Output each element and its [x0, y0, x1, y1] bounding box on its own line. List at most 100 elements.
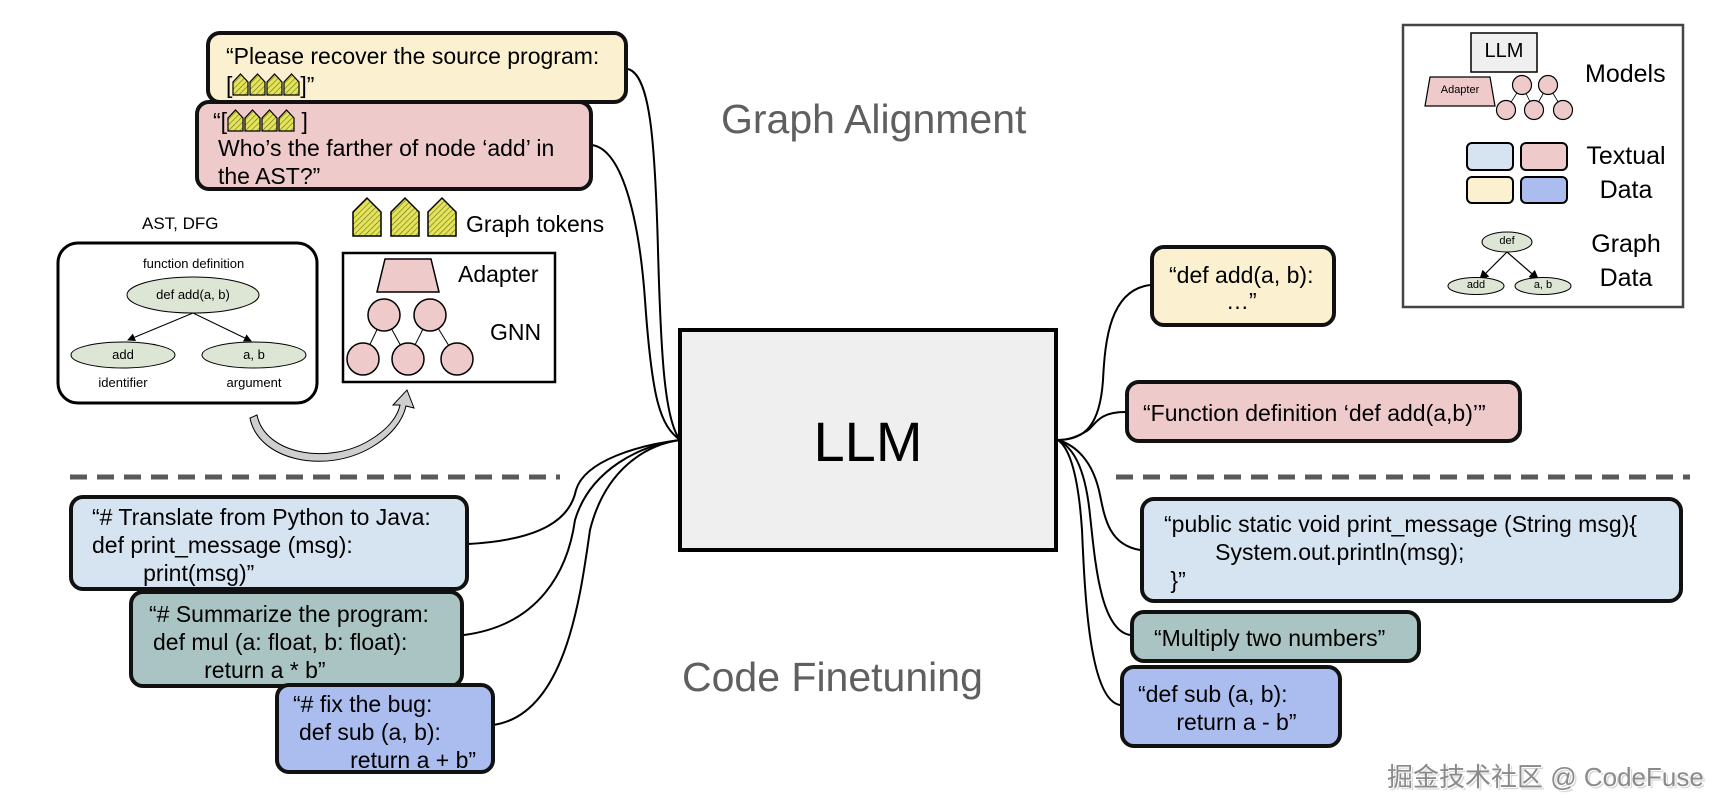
graph-token-icon	[278, 109, 295, 132]
legend-graph-label: Graph	[1591, 230, 1661, 258]
connector-fix	[492, 439, 681, 726]
input-fix-bug: “# fix the bug: def sub (a, b): return a…	[275, 683, 495, 774]
ast-title: AST, DFG	[142, 214, 219, 233]
connector-multiply	[1057, 439, 1131, 636]
gnn-node	[391, 342, 425, 376]
llm-box	[678, 328, 1058, 552]
graph-token-icon	[227, 109, 244, 132]
gnn-nodes	[346, 298, 474, 376]
output-function-definition: “Function definition ‘def add(a,b)’”	[1125, 380, 1522, 443]
legend-graph-left-label: add	[1466, 279, 1486, 291]
connector-translate	[467, 439, 681, 545]
input-line: “Please recover the source program:	[226, 43, 600, 69]
graph-token-row	[232, 72, 300, 98]
ast-root-node-label: def add(a, b)	[156, 287, 230, 302]
adapter-label: Adapter	[458, 261, 539, 287]
input-line: “# Translate from Python to Java:	[92, 504, 431, 530]
input-line: [ ]”	[226, 71, 314, 99]
legend-graph-data-label: Data	[1599, 264, 1653, 292]
legend-graph-right	[1514, 277, 1572, 295]
input-line: “# Summarize the program:	[149, 601, 429, 627]
connector-def-sub	[1057, 439, 1121, 706]
legend-graph-right-label: a, b	[1533, 279, 1553, 291]
output-line: “Multiply two numbers”	[1154, 625, 1386, 651]
ast-left-node-label: add	[112, 347, 134, 362]
output-line: “def add(a, b):	[1169, 262, 1314, 288]
gnn-node	[440, 342, 474, 376]
connector-function-def	[1057, 411, 1126, 441]
gnn-node	[413, 298, 447, 332]
output-line: “public static void print_message (Strin…	[1164, 511, 1637, 537]
graph-token-row	[227, 108, 295, 134]
graph-token-icon	[232, 73, 249, 96]
legend-graph-root-label: def	[1499, 235, 1515, 247]
watermark: 掘金技术社区 @ CodeFuse	[1387, 762, 1704, 792]
bracket-open: [	[226, 72, 233, 98]
input-line: def sub (a, b):	[299, 719, 441, 745]
output-line: “Function definition ‘def add(a,b)’”	[1143, 400, 1486, 426]
input-translate: “# Translate from Python to Java: def pr…	[69, 495, 469, 591]
bracket-close: ]	[295, 108, 308, 134]
graph-tokens-label: Graph tokens	[466, 211, 605, 237]
connector-summarize	[463, 439, 681, 636]
ast-edge-right	[192, 312, 252, 342]
legend-textual-data-label: Data	[1599, 176, 1653, 204]
ast-root-label: function definition	[143, 256, 245, 271]
ast-right-node-label: a, b	[243, 347, 265, 362]
input-line: “[ ]	[213, 107, 308, 135]
bracket-close: ]”	[300, 72, 315, 98]
graph-token-icon	[249, 73, 266, 96]
input-recover-program: “Please recover the source program: [ ]”	[206, 31, 628, 104]
gnn-label: GNN	[490, 319, 542, 345]
graph-token-icon	[266, 73, 283, 96]
legend-swatch-light-blue	[1466, 142, 1514, 171]
legend-graph-left	[1447, 277, 1505, 295]
ast-edge-left	[127, 312, 194, 342]
section-title-code-finetuning: Code Finetuning	[682, 654, 983, 700]
output-line: …”	[1226, 288, 1257, 314]
encode-arrow	[249, 389, 415, 462]
legend-llm-label: LLM	[1484, 40, 1524, 62]
graph-tokens	[352, 196, 457, 237]
output-line: “def sub (a, b):	[1138, 681, 1288, 707]
input-line: def mul (a: float, b: float):	[153, 629, 408, 655]
legend-swatch-yellow	[1466, 176, 1514, 204]
connector-java	[1057, 439, 1141, 551]
input-summarize: “# Summarize the program: def mul (a: fl…	[129, 590, 464, 688]
output-line: return a - b”	[1138, 709, 1297, 735]
adapter-shape	[376, 258, 440, 293]
output-line: System.out.println(msg);	[1164, 539, 1465, 565]
graph-token-icon	[390, 196, 420, 237]
legend-gnn-nodes	[1495, 74, 1574, 121]
output-line: }”	[1164, 567, 1186, 593]
ast-left-node	[70, 341, 176, 369]
gnn-node	[367, 298, 401, 332]
output-java-translation: “public static void print_message (Strin…	[1140, 497, 1683, 603]
legend-adapter-shape	[1424, 76, 1496, 107]
input-line: “# fix the bug:	[293, 691, 433, 717]
output-def-add: “def add(a, b): …”	[1150, 245, 1336, 327]
output-fixed-code: “def sub (a, b): return a - b”	[1120, 665, 1342, 748]
legend-textual-label: Textual	[1586, 142, 1666, 170]
input-line: return a + b”	[299, 747, 477, 773]
input-line: print(msg)”	[92, 560, 255, 586]
gnn-node	[346, 342, 380, 376]
legend-graph-root	[1481, 231, 1533, 253]
legend-models-label: Models	[1585, 60, 1666, 88]
ast-root-node	[126, 276, 260, 314]
graph-token-icon	[352, 196, 382, 237]
legend-llm-box	[1470, 32, 1538, 73]
graph-token-icon	[427, 196, 457, 237]
section-title-graph-alignment: Graph Alignment	[721, 96, 1027, 142]
output-summary: “Multiply two numbers”	[1130, 610, 1421, 663]
connector-recover	[627, 68, 681, 441]
input-line: the AST?”	[218, 163, 321, 189]
graph-token-icon	[244, 109, 261, 132]
input-line: Who’s the farther of node ‘add’ in	[218, 135, 555, 161]
legend-swatch-periwinkle	[1520, 176, 1568, 204]
llm-label: LLM	[813, 410, 923, 473]
bracket-open: “[	[213, 108, 228, 134]
graph-token-icon	[261, 109, 278, 132]
